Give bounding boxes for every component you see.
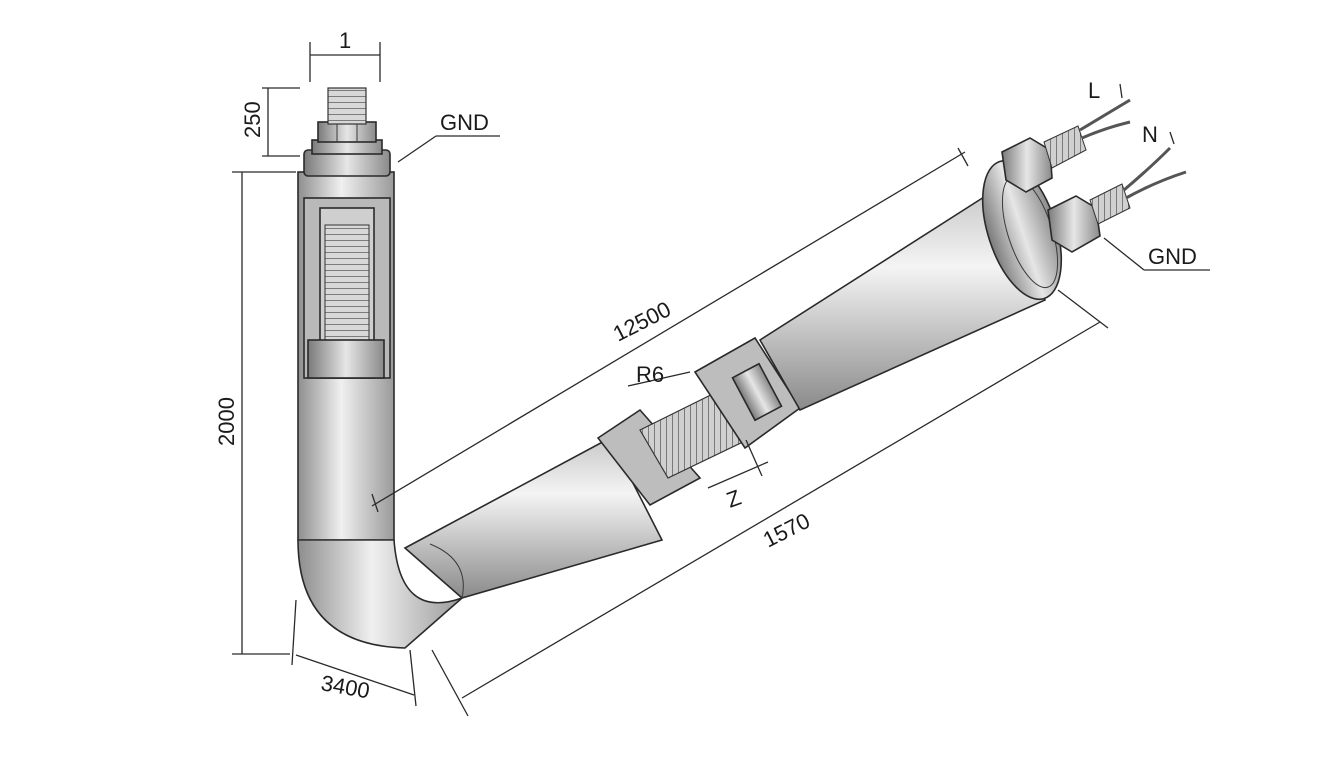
- top-terminal-fitting: [303, 87, 391, 177]
- dim-radius-label: R6: [636, 362, 664, 387]
- vertical-tube: [297, 171, 463, 649]
- dim-top-width-label: 1: [339, 28, 351, 53]
- dim-bend-label: 3400: [319, 670, 372, 703]
- right-terminal-head: [981, 125, 1131, 301]
- lead-wires: [1079, 98, 1187, 200]
- terminal-n-label: N: [1142, 122, 1158, 147]
- dim-lower-diagonal-label: 1570: [759, 508, 814, 552]
- dim-thread-height-label: 250: [240, 101, 265, 138]
- dim-vertical-length-label: 2000: [214, 397, 239, 446]
- dimension-lines: [232, 42, 1210, 717]
- gnd-top-label: GND: [440, 110, 489, 135]
- dim-overall-diagonal-label: 12500: [609, 296, 675, 346]
- terminal-l-label: L: [1088, 78, 1100, 103]
- diagonal-tube: [403, 188, 1047, 599]
- dim-gap-label: Z: [723, 485, 744, 513]
- gnd-right-label: GND: [1148, 244, 1197, 269]
